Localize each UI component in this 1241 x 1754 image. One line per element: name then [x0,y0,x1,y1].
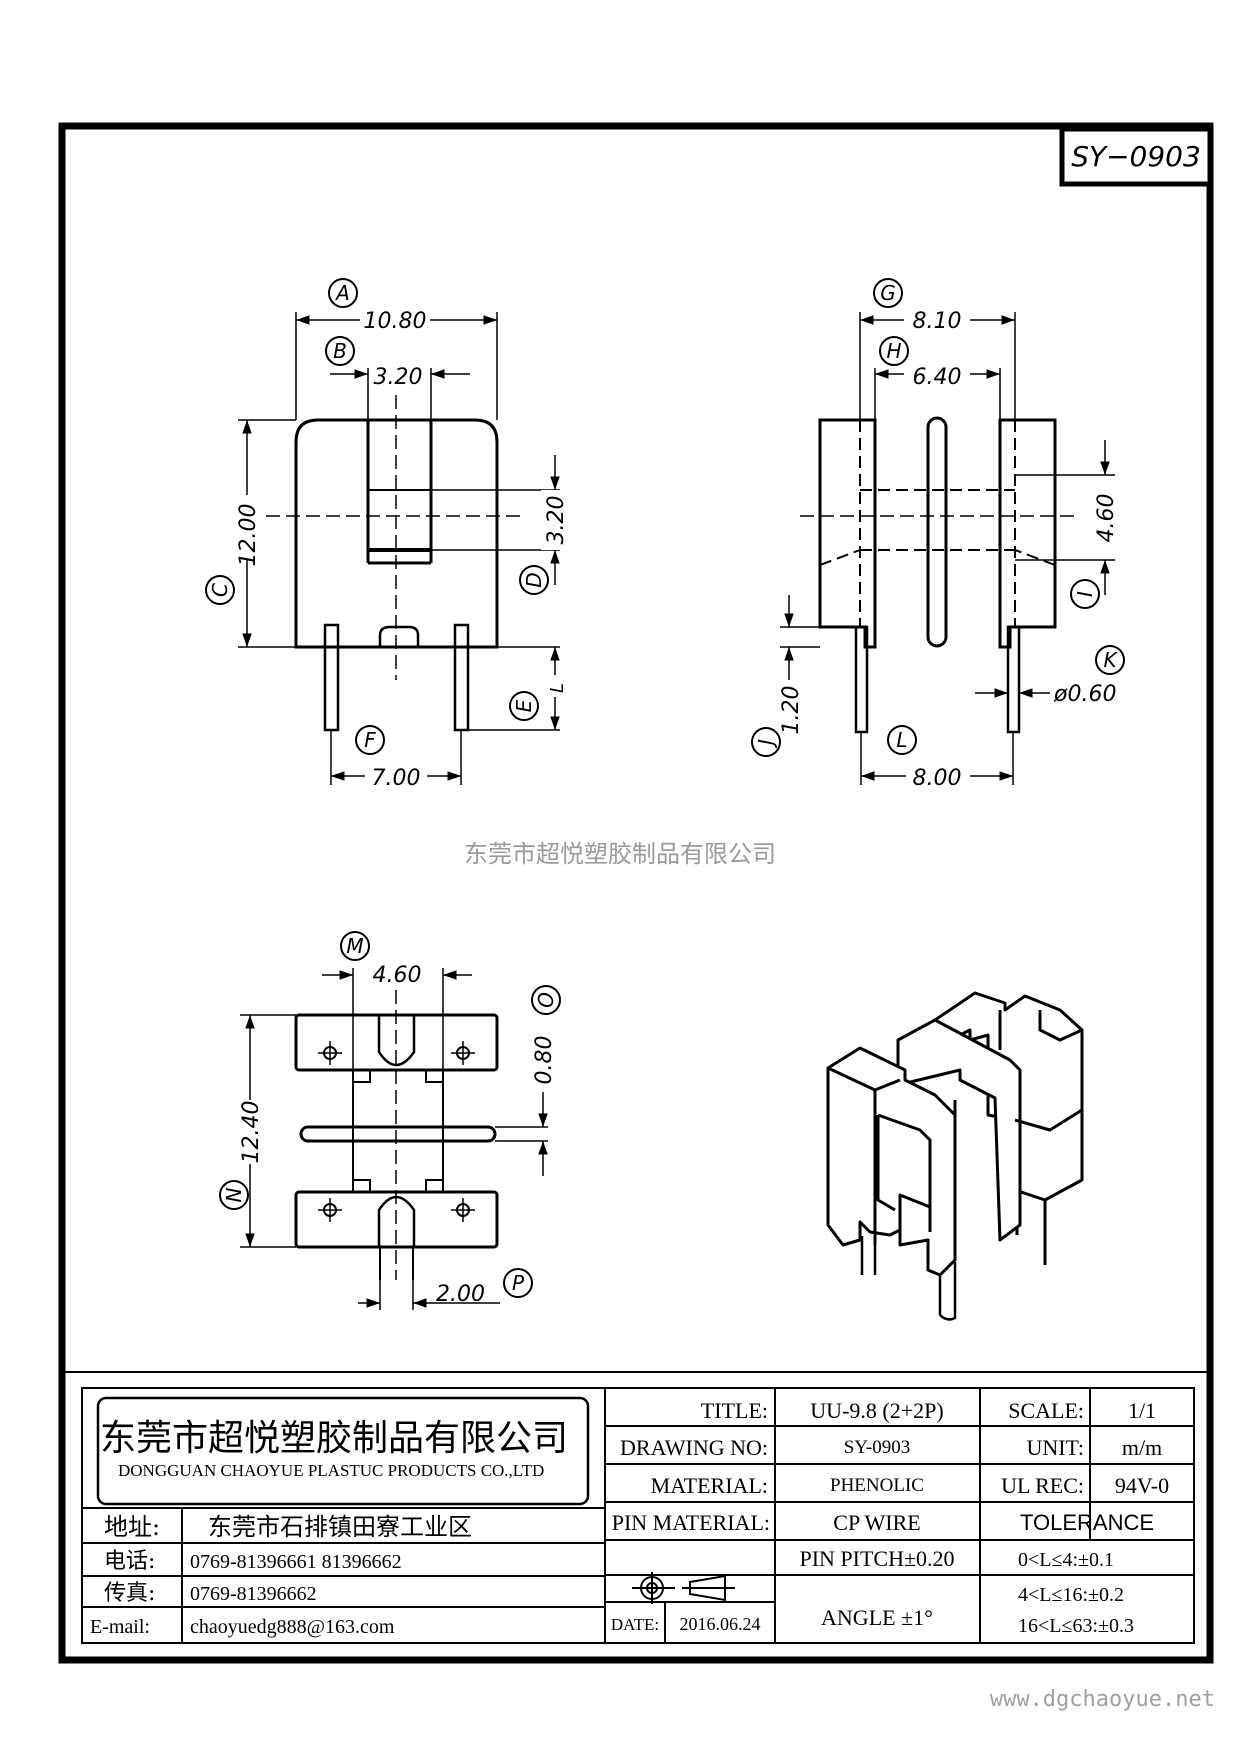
front-view-centerlines [266,395,525,680]
drawing-code-box [1059,126,1213,187]
watermark-company: 东莞市超悦塑胶制品有限公司 [464,840,776,868]
website: www.dgchaoyue.net [990,1687,1215,1712]
material-value: PHENOLIC [830,1475,924,1496]
side-view [818,416,1057,734]
company-name-en: DONGGUAN CHAOYUE PLASTUC PRODUCTS CO.,LT… [118,1461,544,1480]
dim-H-value: 6.40 [913,365,962,390]
date-value: 2016.06.24 [680,1614,761,1634]
bottom-view-centerlines [318,990,475,1280]
letter-F: F [364,728,376,752]
dim-K-value: ø0.60 [1053,682,1116,707]
unit-label: UNIT: [1026,1435,1084,1460]
bottom-view-dims [240,968,548,1310]
pin-material-label: PIN MATERIAL: [612,1510,770,1535]
dim-G-value: 8.10 [913,309,962,334]
letter-N: N [222,1187,246,1202]
side-view-hidden [819,420,1056,627]
projection-symbol-icon [632,1572,735,1604]
title-label: TITLE: [701,1398,768,1423]
isometric-view [826,991,1084,1321]
dim-E-value: L [547,683,568,693]
letter-E: E [512,699,536,712]
address-value: 东莞市石排镇田寮工业区 [208,1513,472,1541]
sheet-border [58,122,1214,1664]
tolerance-row-2: 4<L≤16:±0.2 [1018,1584,1124,1606]
letter-M: M [346,934,363,958]
letter-L: L [896,728,907,752]
dim-B-value: 3.20 [374,365,423,390]
dim-P-value: 2.00 [436,1282,485,1307]
dim-M-value: 4.60 [373,963,422,988]
dim-L-value: 8.00 [913,766,962,791]
scale-label: SCALE: [1008,1398,1084,1423]
letter-C: C [208,583,232,597]
angle-value: ANGLE ±1° [821,1605,933,1630]
material-label: MATERIAL: [651,1473,768,1498]
unit-value: m/m [1122,1435,1162,1460]
dim-N-value: 12.40 [239,1101,264,1164]
letter-O: O [534,992,558,1008]
letter-D: D [522,572,546,587]
letter-A: A [334,281,350,305]
fax-value: 0769-81396662 [190,1583,317,1605]
dim-C-value: 12.00 [236,504,261,567]
date-label: DATE: [611,1615,659,1634]
phone-label: 电话: [104,1549,155,1574]
reference-letter-text: A B C D E F G H I J K L M N O P [208,281,1118,1295]
email-value: chaoyuedg888@163.com [190,1616,395,1638]
pin-material-value: CP WIRE [833,1510,920,1535]
letter-K: K [1103,648,1118,672]
email-label: E-mail: [90,1616,150,1638]
dim-F-value: 7.00 [372,766,421,791]
letter-J: J [754,739,778,749]
letter-I: I [1073,591,1097,597]
letter-H: H [886,339,901,363]
pin-pitch-value: PIN PITCH±0.20 [799,1546,954,1571]
tolerance-label: TOLERANCE [1020,1510,1154,1535]
dim-J-value: 1.20 [779,686,804,735]
phone-value: 0769-81396661 81396662 [190,1551,402,1573]
title-block-lines [81,1387,1195,1644]
dim-D-value: 3.20 [544,496,569,545]
title-value: UU-9.8 (2+2P) [810,1398,943,1423]
drawing-no-value: SY-0903 [844,1437,911,1458]
dim-A-value: 10.80 [364,309,427,334]
tolerance-row-3: 16<L≤63:±0.3 [1018,1615,1134,1637]
address-label: 地址: [104,1513,160,1541]
drawing-no-label: DRAWING NO: [620,1435,768,1460]
dim-O-value: 0.80 [532,1036,557,1085]
reference-letters [205,278,1125,1298]
drawing-code: SY−0903 [1071,140,1201,173]
tolerance-row-1: 0<L≤4:±0.1 [1018,1549,1114,1571]
ul-rec-label: UL REC: [1001,1473,1084,1498]
fax-label: 传真: [104,1581,155,1606]
letter-G: G [880,281,896,305]
scale-value: 1/1 [1128,1398,1156,1423]
letter-P: P [512,1271,525,1295]
letter-B: B [333,339,347,363]
front-view [294,418,499,732]
ul-rec-value: 94V-0 [1115,1473,1169,1498]
dim-I-value: 4.60 [1094,494,1119,543]
company-name-cn: 东莞市超悦塑胶制品有限公司 [100,1418,568,1459]
